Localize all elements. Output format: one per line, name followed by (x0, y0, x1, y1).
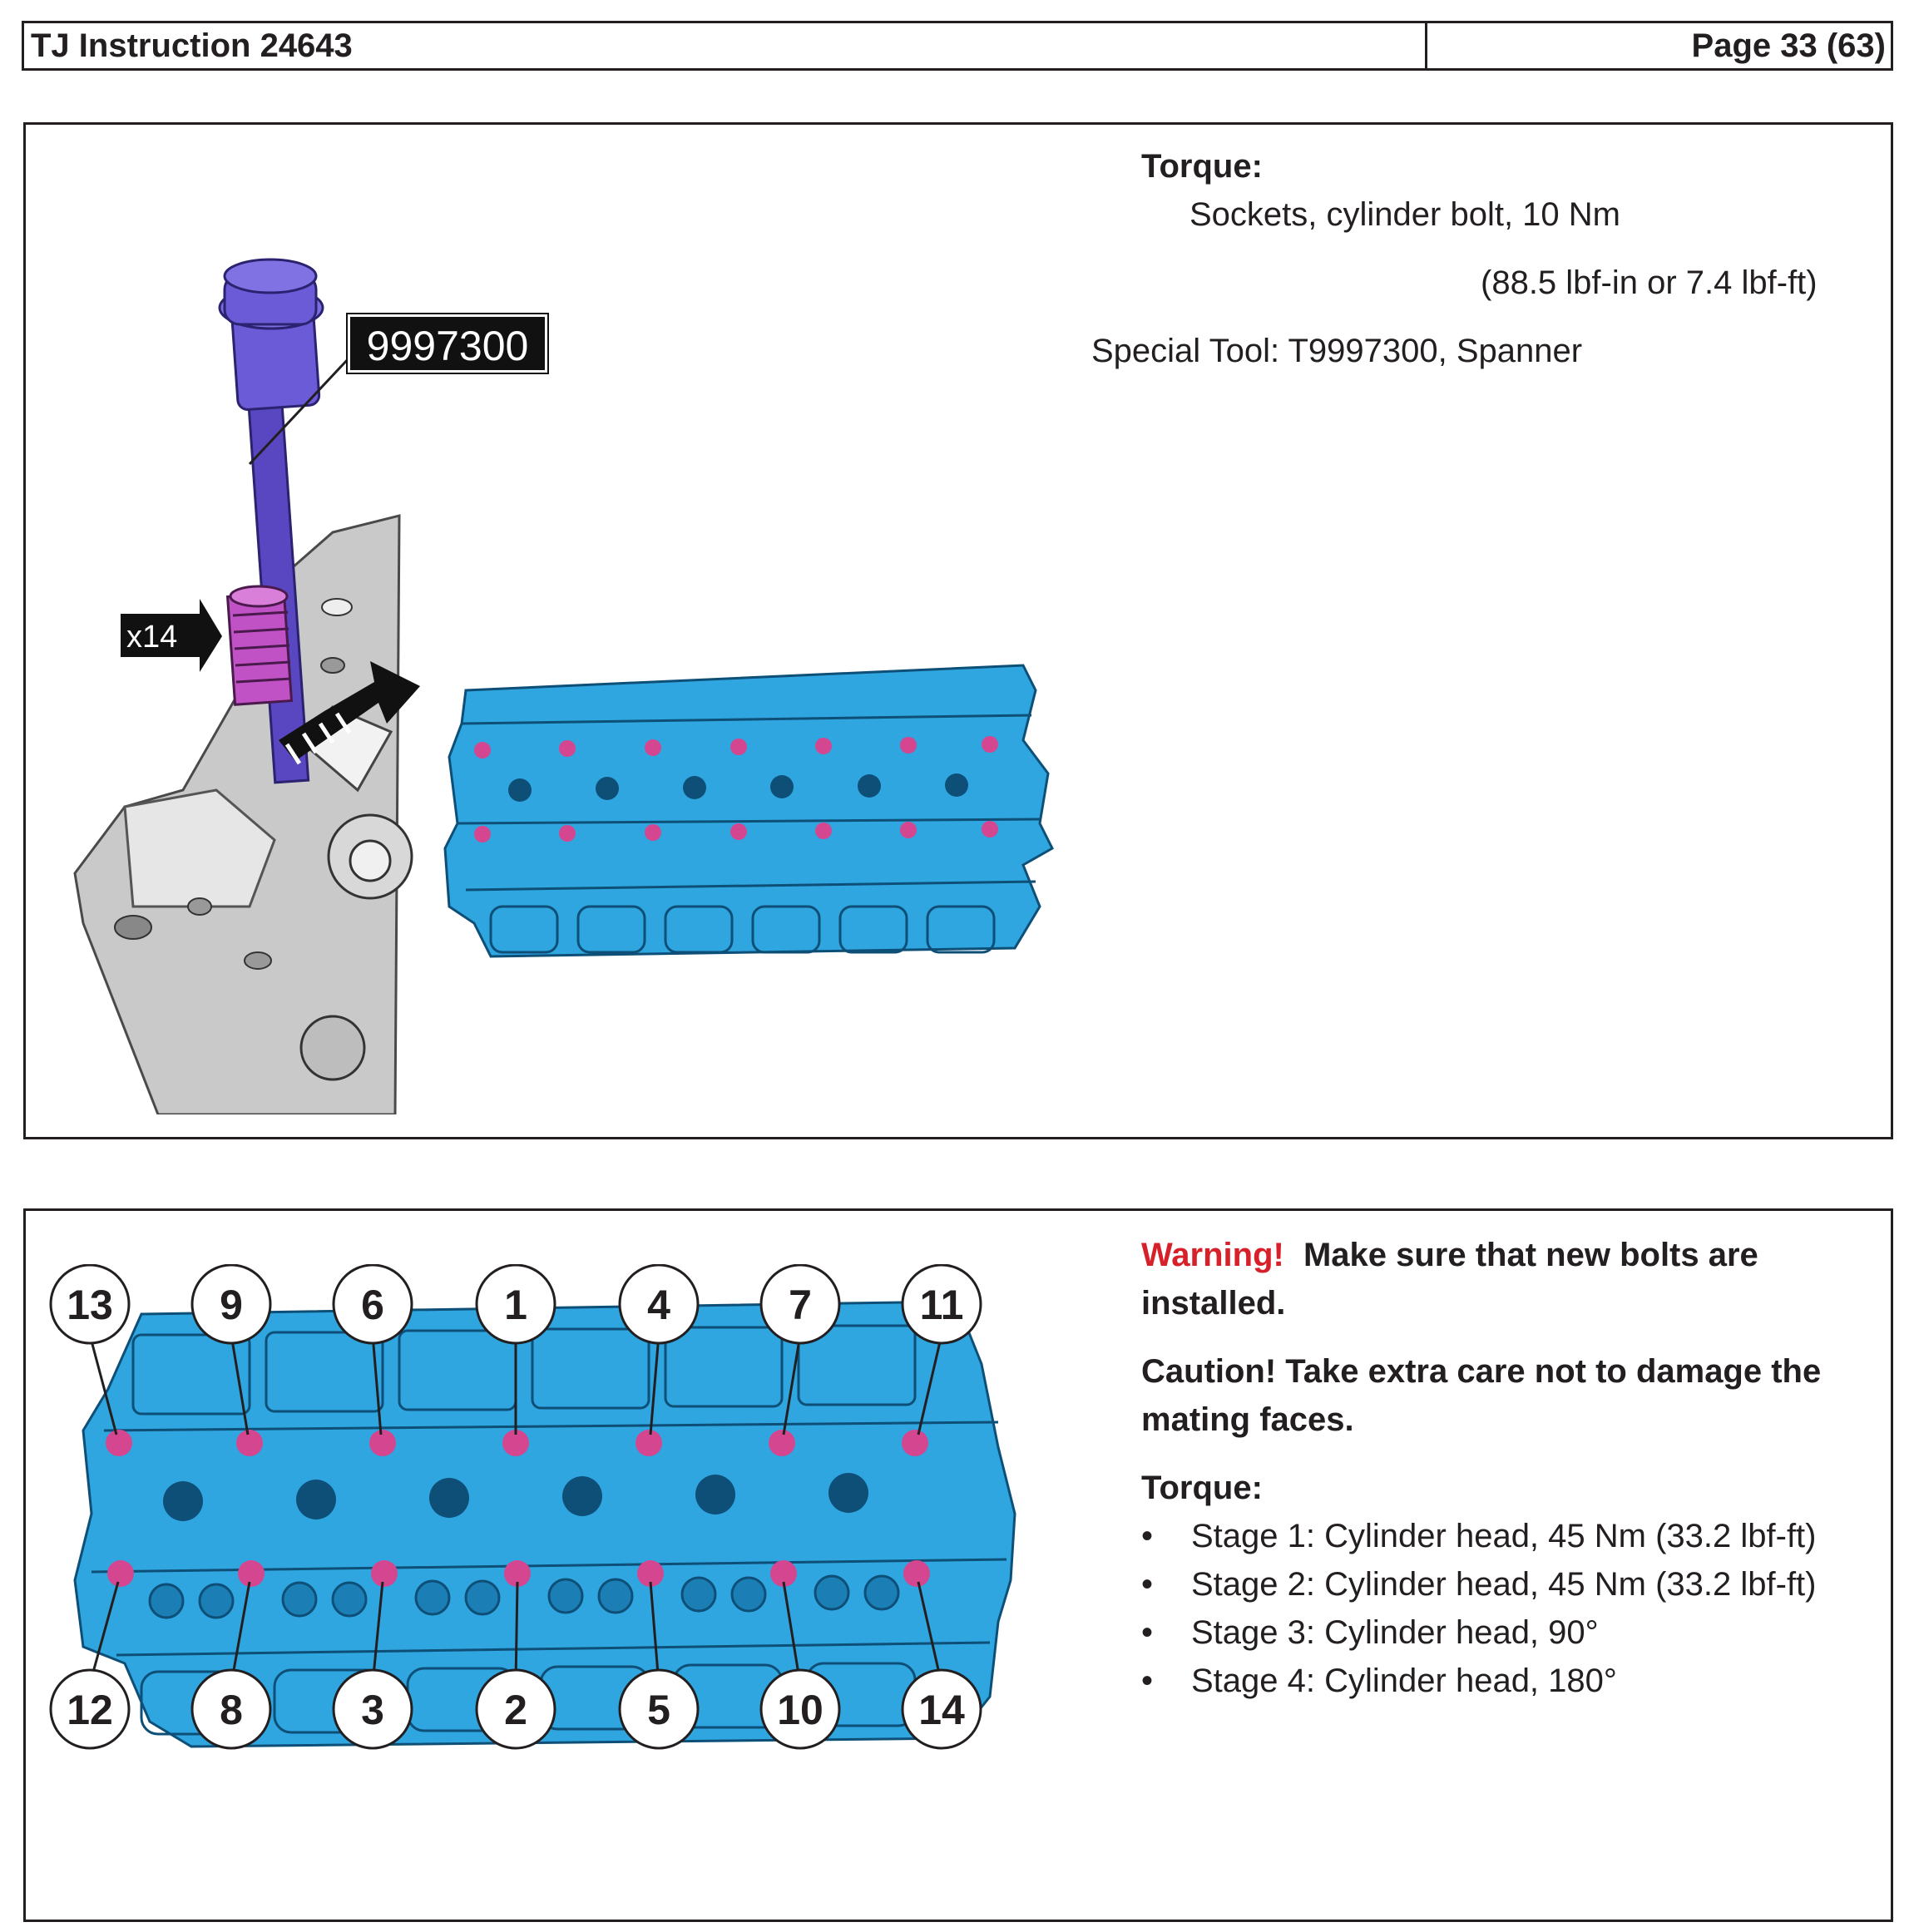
sequence-callout-circle (475, 1264, 556, 1345)
sequence-number: 9 (220, 1282, 243, 1328)
tool-number-text: 9997300 (366, 323, 529, 369)
sequence-number: 3 (361, 1687, 384, 1733)
tool-illustration: x14 (73, 258, 420, 1114)
sequence-number: 7 (789, 1282, 812, 1328)
torque-conversion: (88.5 lbf-in or 7.4 lbf-ft) (1481, 264, 1818, 301)
sequence-callout-circle (901, 1264, 982, 1345)
sequence-callout-circle (190, 1668, 272, 1750)
cylinder-head-detail-image (73, 1300, 1016, 1748)
bullet: • (1141, 1566, 1154, 1603)
torque-stage-item: • Stage 2: Cylinder head, 45 Nm (33.2 lbf… (1141, 1564, 1816, 1613)
sequence-number: 1 (504, 1282, 527, 1328)
spanner-tool-image (218, 258, 324, 784)
torque-stages-heading: Torque: (1141, 1470, 1263, 1506)
sequence-callout-circle (332, 1668, 413, 1750)
bolt-markers (106, 1430, 930, 1587)
quantity-label: x14 (126, 620, 177, 655)
sequence-callout-circle (901, 1668, 982, 1750)
sequence-callout-circle (49, 1264, 131, 1345)
warning-line-1: Warning! Make sure that new bolts are (1141, 1235, 1758, 1275)
bolt-position-markers (474, 736, 998, 842)
sequence-callout-circle (759, 1668, 841, 1750)
torque-stage-item: • Stage 3: Cylinder head, 90° (1141, 1613, 1816, 1661)
cylinder-head-overview-image (443, 664, 1054, 958)
torque-stage-item: • Stage 1: Cylinder head, 45 Nm (33.2 lbf… (1141, 1516, 1816, 1564)
stage-text: Stage 4: Cylinder head, 180° (1191, 1663, 1617, 1699)
caution-line-2: mating faces. (1141, 1401, 1354, 1438)
torque-stage-item: • Stage 4: Cylinder head, 180° (1141, 1661, 1816, 1709)
sequence-callout-circle (49, 1668, 131, 1750)
stage-text: Stage 2: Cylinder head, 45 Nm (33.2 lbf-… (1191, 1566, 1817, 1603)
sequence-number: 4 (647, 1282, 670, 1328)
sequence-number: 8 (220, 1687, 243, 1733)
sequence-callout-circle (618, 1668, 700, 1750)
tool-label-leader (248, 356, 351, 466)
sequence-number: 2 (504, 1687, 527, 1733)
bottom-row-callouts: 12 8 3 2 5 10 14 (49, 1668, 982, 1750)
step-panel-socket-torque (23, 122, 1893, 1139)
stage-text: Stage 3: Cylinder head, 90° (1191, 1614, 1599, 1651)
sequence-callout-circle (190, 1264, 272, 1345)
special-tool-text: Special Tool: T9997300, Spanner (1091, 333, 1583, 369)
sequence-callout-circle (618, 1264, 700, 1345)
warning-label: Warning! (1141, 1237, 1284, 1273)
bullet: • (1141, 1614, 1154, 1651)
sequence-number: 6 (361, 1282, 384, 1328)
page-header: TJ Instruction 24643 Page 33 (63) (22, 21, 1893, 71)
caution-line-1: Caution! Take extra care not to damage t… (1141, 1353, 1822, 1390)
bore-holes (508, 773, 968, 802)
sequence-number: 13 (67, 1282, 113, 1328)
document-title: TJ Instruction 24643 (24, 23, 1427, 68)
sequence-callout-circle (759, 1264, 841, 1345)
stage-text: Stage 1: Cylinder head, 45 Nm (33.2 lbf-… (1191, 1518, 1817, 1554)
rotation-arrow-icon (279, 661, 420, 765)
quantity-arrow-icon (121, 599, 222, 672)
sequence-number: 14 (918, 1687, 965, 1733)
torque-heading: Torque: (1141, 148, 1263, 185)
torque-item: Sockets, cylinder bolt, 10 Nm (1189, 196, 1620, 233)
sequence-number: 11 (920, 1282, 964, 1328)
step-panel-head-tightening (23, 1208, 1893, 1922)
top-row-callouts: 13 9 6 1 4 7 11 (49, 1264, 982, 1345)
page-number: Page 33 (63) (1691, 27, 1886, 64)
sequence-number: 5 (647, 1687, 670, 1733)
warning-line-2: installed. (1141, 1285, 1286, 1322)
callout-leaders (88, 1334, 943, 1685)
sequence-callout-circle (475, 1668, 556, 1750)
torque-stage-list: • Stage 1: Cylinder head, 45 Nm (33.2 lbf… (1141, 1516, 1816, 1709)
sequence-number: 10 (777, 1687, 823, 1733)
sequence-number: 12 (67, 1687, 113, 1733)
bullet: • (1141, 1663, 1154, 1699)
bullet: • (1141, 1518, 1154, 1554)
sequence-callout-circle (332, 1264, 413, 1345)
warning-text: Make sure that new bolts are (1303, 1237, 1758, 1273)
tool-number-label: 9997300 (346, 313, 549, 374)
